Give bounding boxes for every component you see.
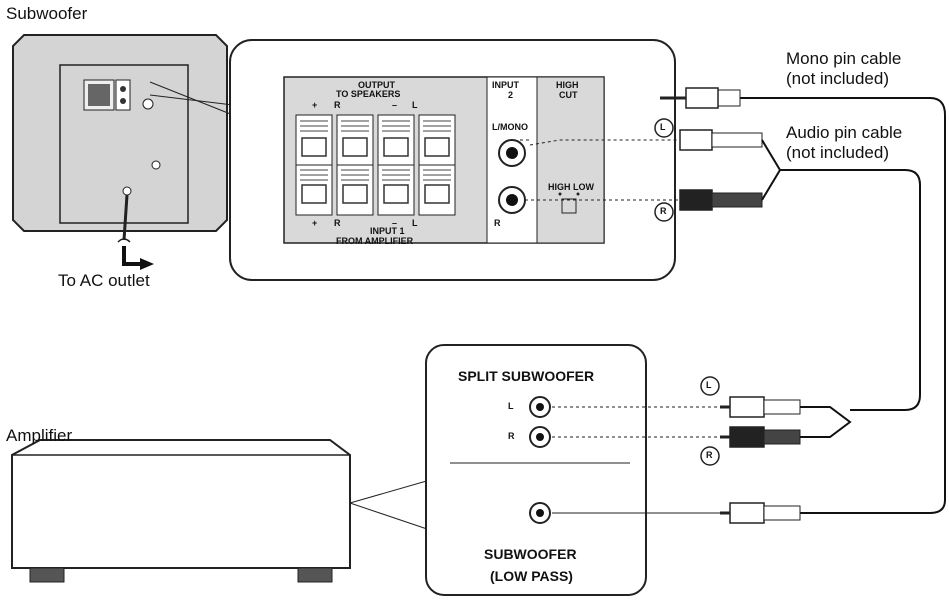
mono-cable-label: Mono pin cable [786, 49, 902, 68]
ac-outlet-label: To AC outlet [58, 271, 150, 290]
subwoofer-out-label: SUBWOOFER [484, 546, 577, 562]
audio-cable-label: Audio pin cable [786, 123, 903, 142]
amplifier-unit [11, 439, 351, 583]
input2-label: INPUT [492, 80, 519, 90]
mono-pin-cable [660, 87, 946, 514]
l-sign: L [412, 218, 418, 228]
marker-r-top: R [660, 206, 667, 216]
audio-pin-cable [520, 129, 921, 411]
amp-l-label: L [508, 401, 514, 411]
audio-cable-note: (not included) [786, 143, 890, 162]
r-sign: R [334, 218, 341, 228]
low-pass-label: (LOW PASS) [490, 568, 573, 584]
from-amplifier-label: FROM AMPLIFIER [336, 236, 414, 246]
minus-sign: – [392, 218, 398, 228]
l-sign: L [412, 100, 418, 110]
marker-l-top: L [660, 122, 666, 132]
input2-number: 2 [508, 90, 514, 100]
input1-label: INPUT 1 [370, 226, 405, 236]
amp-r-label: R [508, 431, 515, 441]
r-jack-label: R [494, 218, 501, 228]
marker-l-bottom: L [706, 380, 712, 390]
minus-sign: – [392, 100, 398, 110]
subwoofer-label: Subwoofer [6, 4, 88, 23]
r-sign: R [334, 100, 341, 110]
high-low-label: HIGH LOW [548, 182, 594, 192]
split-subwoofer-label: SPLIT SUBWOOFER [458, 368, 595, 384]
mono-cable-note: (not included) [786, 69, 890, 88]
output-label: OUTPUT [358, 80, 395, 90]
marker-r-bottom: R [706, 450, 713, 460]
plus-sign: + [312, 218, 318, 228]
subwoofer-panel-zoom [229, 39, 676, 281]
subwoofer-unit [12, 34, 228, 270]
to-speakers-label: TO SPEAKERS [336, 89, 401, 99]
plus-sign: + [312, 100, 318, 110]
cut-label: CUT [559, 90, 578, 100]
amplifier-label: Amplifier [6, 426, 73, 445]
l-mono-label: L/MONO [492, 122, 528, 132]
high-label: HIGH [556, 80, 579, 90]
